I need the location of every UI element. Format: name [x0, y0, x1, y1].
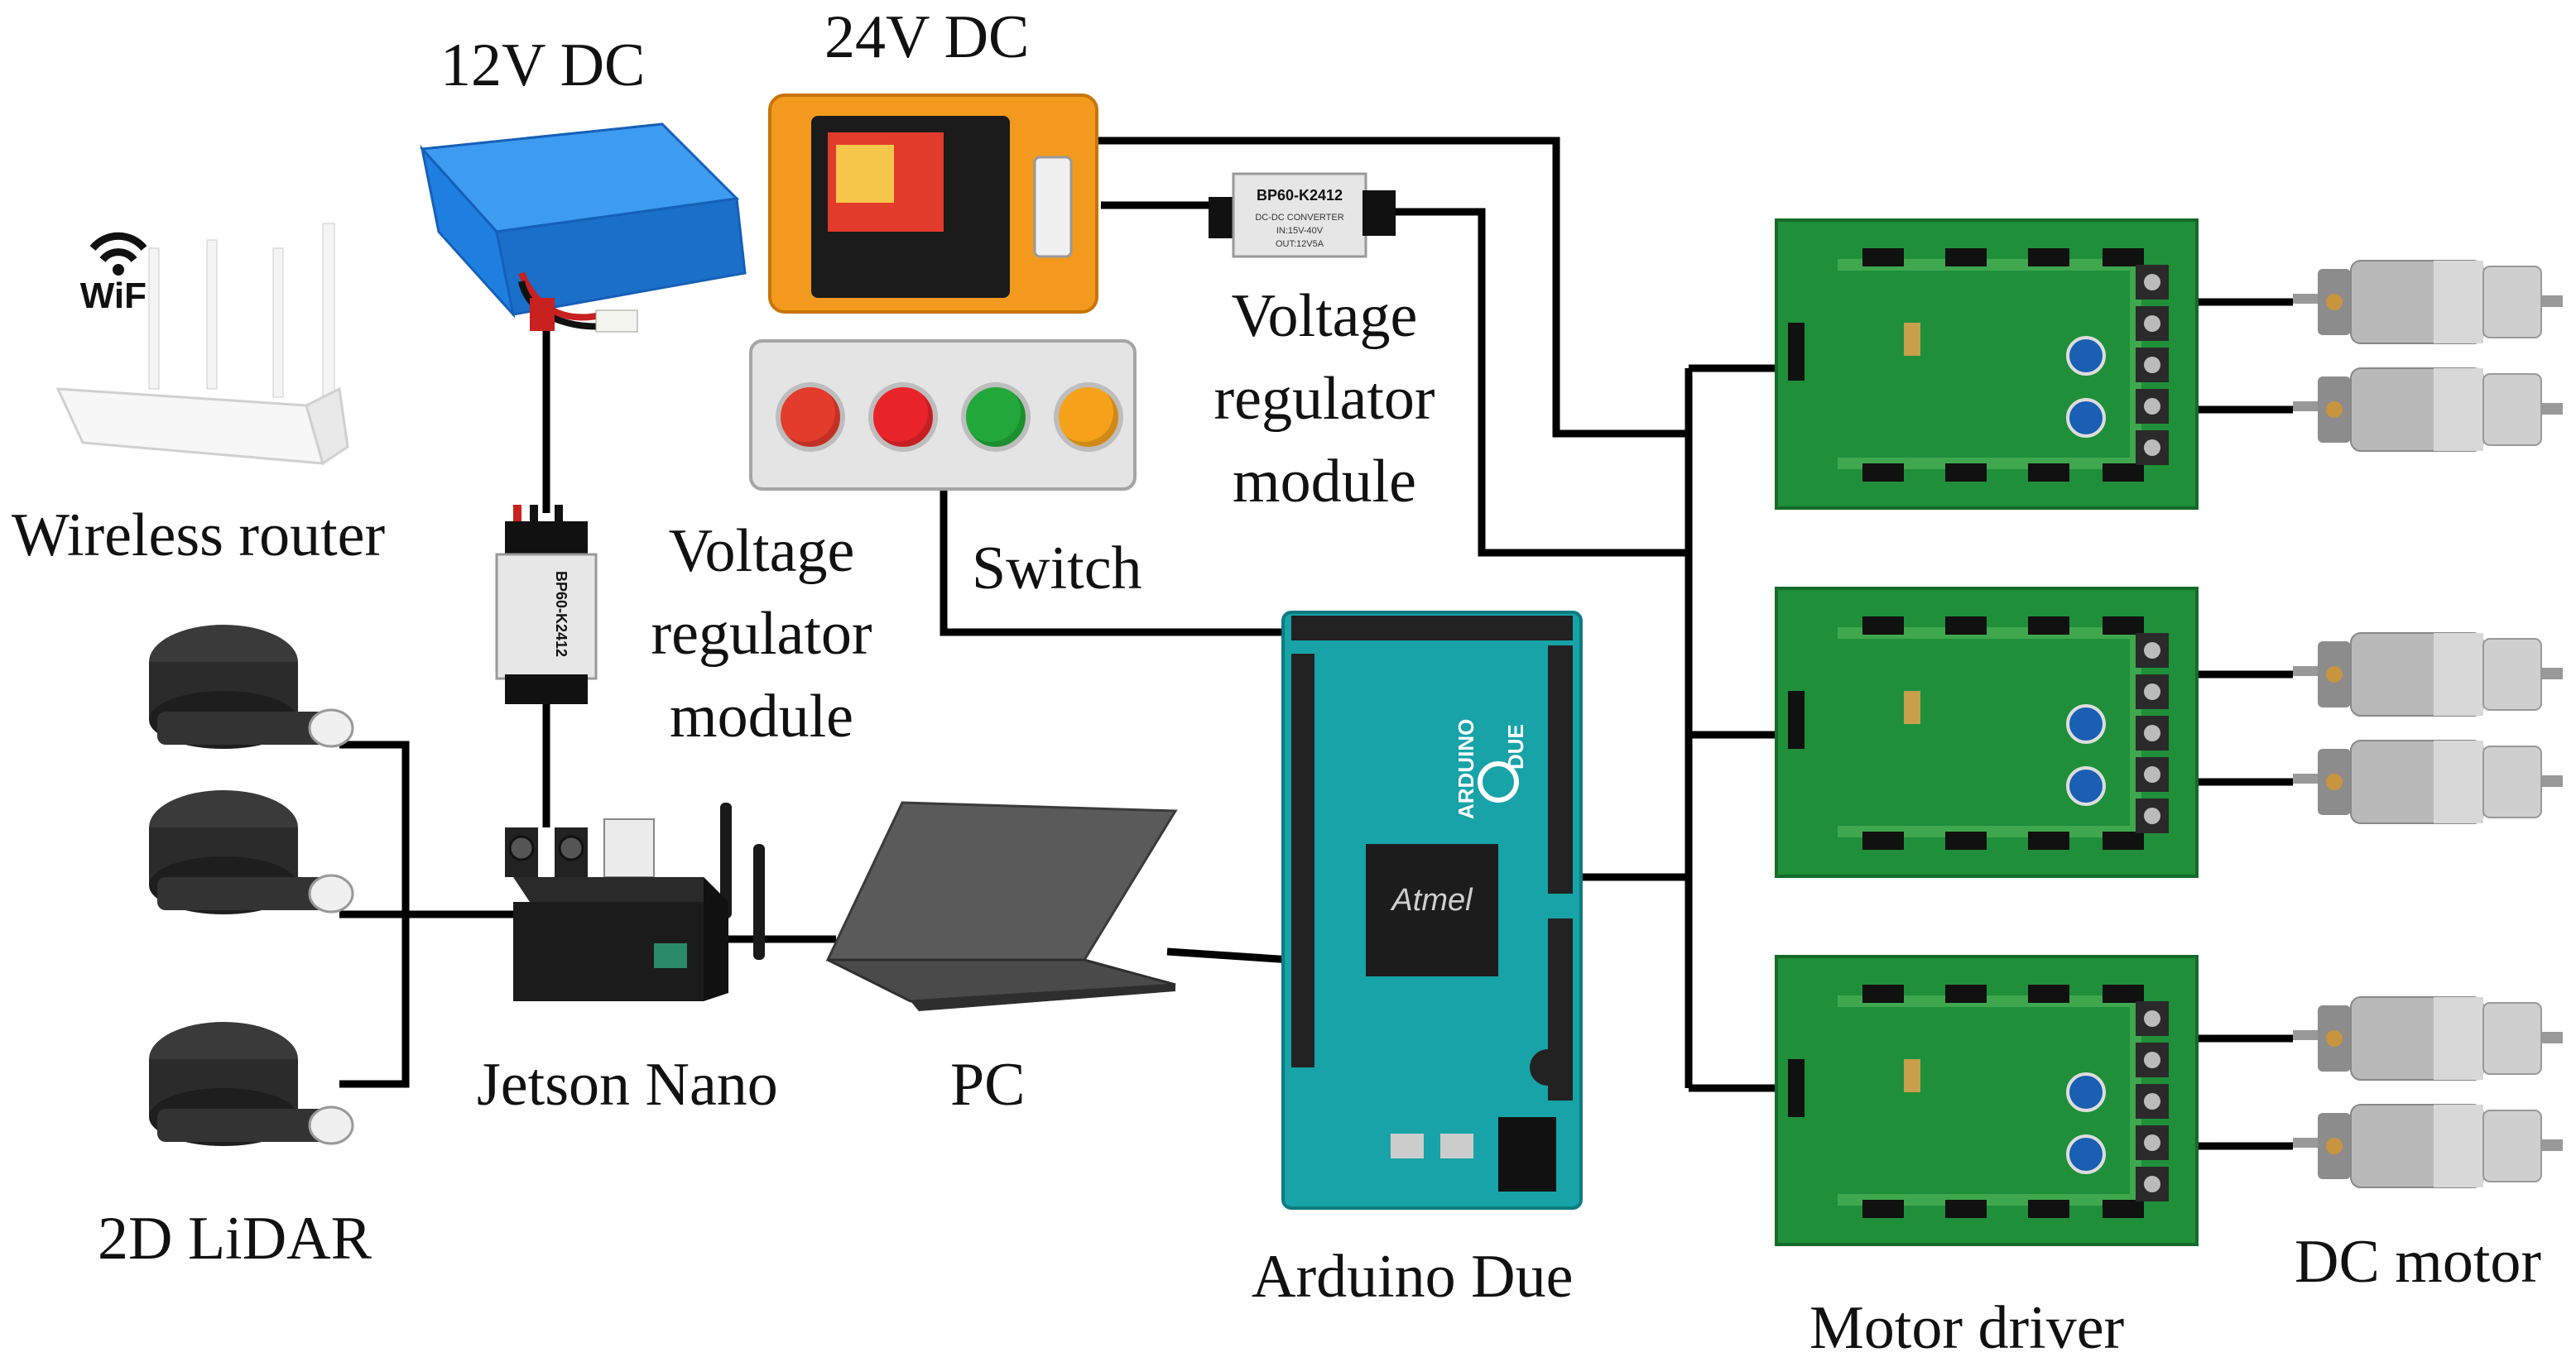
battery-24v: [768, 94, 1098, 314]
svg-text:BP60-K2412: BP60-K2412: [1257, 187, 1343, 204]
switch-button-row: [776, 376, 1123, 458]
svg-text:BP60-K2412: BP60-K2412: [553, 571, 570, 657]
label-motor-driver: Motor driver: [1809, 1294, 2125, 1362]
svg-text:Atmel: Atmel: [1390, 883, 1473, 918]
voltage-converter-left: BP60-K2412: [495, 505, 598, 704]
dc-motor-4: [2293, 740, 2563, 824]
arduino-due: Atmel ARDUINO DUE: [1281, 611, 1583, 1210]
wire-pc-arduino: [1166, 947, 1292, 964]
pc-laptop: [825, 801, 1178, 1011]
motor-driver-1: [1775, 218, 2199, 510]
label-battery-12v: 12V DC: [440, 31, 646, 99]
label-switch: Switch: [972, 535, 1142, 602]
wire-converter-bus: [1391, 208, 1689, 557]
label-dc-motor: DC motor: [2295, 1228, 2542, 1296]
wire-24v-bus: [1093, 137, 1689, 438]
switch-box: [749, 339, 1137, 491]
label-jetson: Jetson Nano: [477, 1051, 778, 1119]
battery-12v: [419, 122, 747, 333]
jetson-nano: [505, 803, 765, 1001]
switch-button-emergency-stop[interactable]: [776, 382, 845, 452]
label-vreg-top-line2: regulator: [1214, 365, 1435, 433]
label-arduino: Arduino Due: [1252, 1243, 1574, 1311]
switch-button-red[interactable]: [868, 382, 938, 452]
svg-text:ARDUINO: ARDUINO: [1454, 719, 1478, 819]
svg-text:WiFi: WiFi: [80, 276, 156, 316]
lidar-1: [149, 625, 354, 749]
label-lidar: 2D LiDAR: [98, 1205, 372, 1273]
svg-text:OUT:12V5A: OUT:12V5A: [1276, 239, 1324, 249]
motor-driver-3: [1775, 955, 2199, 1246]
label-vreg-left-line2: regulator: [651, 600, 872, 668]
dc-motor-6: [2293, 1104, 2563, 1188]
voltage-converter-top: BP60-K2412 DC-DC CONVERTER IN:15V-40V OU…: [1209, 172, 1396, 258]
label-vreg-left: Voltage regulator module: [579, 510, 944, 758]
motor-driver-2: [1775, 587, 2199, 878]
label-wireless-router: Wireless router: [12, 501, 386, 569]
svg-text:DUE: DUE: [1503, 724, 1528, 770]
dc-motor-3: [2293, 632, 2563, 717]
label-vreg-left-line1: Voltage: [668, 517, 855, 585]
switch-button-orange[interactable]: [1054, 382, 1123, 452]
wireless-router: WiFi: [55, 223, 349, 466]
label-vreg-top-line3: module: [1233, 448, 1416, 516]
label-pc: PC: [950, 1051, 1026, 1119]
wire-switch-arduino: [940, 488, 1291, 636]
svg-text:DC-DC CONVERTER: DC-DC CONVERTER: [1255, 213, 1343, 223]
dc-motor-2: [2293, 367, 2563, 452]
label-vreg-top-line1: Voltage: [1231, 282, 1418, 350]
svg-text:IN:15V-40V: IN:15V-40V: [1276, 226, 1324, 236]
dc-motor-5: [2293, 996, 2563, 1081]
label-battery-24v: 24V DC: [824, 3, 1030, 71]
dc-motor-1: [2293, 260, 2563, 344]
lidar-2: [149, 790, 354, 914]
label-vreg-top: Voltage regulator module: [1184, 275, 1465, 523]
lidar-3: [149, 1022, 354, 1146]
switch-button-green[interactable]: [961, 382, 1031, 452]
wifi-icon: WiFi: [80, 232, 156, 316]
label-vreg-left-line3: module: [670, 683, 853, 751]
